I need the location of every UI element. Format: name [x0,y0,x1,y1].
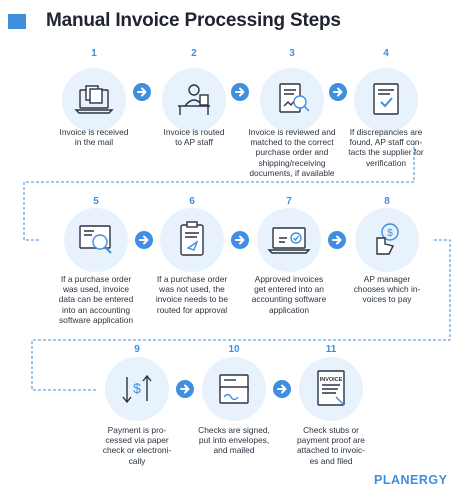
laptop-approved-icon [267,227,311,254]
verify-document-icon [373,83,399,115]
step-8-icon-circle: $ [355,208,419,272]
caption-line: purchase order and [255,147,329,158]
laptop-mail-icon [74,85,114,114]
arrow-right-icon [328,231,346,249]
caption-line: to AP staff [175,137,213,148]
step-3-number: 3 [289,48,295,59]
caption-line: AP manager [363,274,411,284]
caption-line: Payment is pro- [107,425,167,435]
step-10-caption: Checks are signed,put into envelopes,and… [176,425,292,456]
step-4-number: 4 [383,48,389,59]
step-2-number: 2 [191,48,197,59]
data-entry-search-icon [79,225,112,254]
caption-line: If a purchase order [60,274,132,284]
step-11-number: 11 [325,344,337,355]
arrow-right-icon [231,83,249,101]
invoice-icon-label: INVOICE [320,377,343,383]
arrow-right-icon [133,83,151,101]
step-8-number: 8 [384,196,390,207]
caption-line: Invoice is received [59,127,129,137]
step-4-icon-circle [354,68,418,132]
step-7-icon-circle [257,208,321,272]
payment-transfer-icon: $ [122,374,152,404]
caption-line: found, AP staff con- [349,137,423,148]
caption-line: chooses which in- [353,284,421,295]
caption-line: check or electroni- [102,445,172,456]
caption-line: put into envelopes, [198,435,270,446]
caption-line: routed for approval [156,304,228,315]
caption-line: into an accounting [62,304,130,315]
caption-line: cessed via paper [105,435,169,446]
planergy-logo: PLANERGY [374,473,448,487]
step-9-icon-circle: $ [105,357,169,421]
arrow-right-icon [176,380,194,398]
arrow-right-icon [273,380,291,398]
arrow-right-icon [135,231,153,249]
caption-line: If a purchase order [156,274,228,284]
step-3-icon-circle [260,68,324,132]
staff-desk-icon [178,84,210,115]
step-5-icon-circle [64,208,128,272]
page-title: Manual Invoice Processing Steps [46,10,341,31]
caption-line: Invoice is reviewed and [248,127,336,137]
caption-line: voices to pay [362,294,412,305]
caption-line: data can be entered [58,294,134,305]
caption-line: payment proof are [297,435,365,446]
step-6-icon-circle [160,208,224,272]
caption-line: documents, if available [249,167,335,178]
caption-line: was used, invoice [62,284,130,295]
step-9-number: 9 [134,344,140,355]
step-11-icon-circle: INVOICE [299,357,363,421]
caption-line: accounting software [251,294,327,305]
svg-text:$: $ [387,228,393,239]
caption-line: Checks are signed, [198,425,270,435]
arrow-right-icon [329,83,347,101]
caption-line: was not used, the [159,284,225,295]
caption-line: and mailed [213,445,255,456]
clipboard-routing-icon [180,221,204,256]
caption-line: software application [58,314,134,325]
caption-line: attached to invoic- [297,445,365,456]
document-review-icon [279,83,310,113]
caption-line: verification [365,157,407,168]
step-6-number: 6 [189,196,195,207]
caption-line: in the mail [74,137,114,148]
caption-line: cally [128,455,146,466]
step-1-number: 1 [91,48,97,59]
signed-checks-icon [219,374,249,404]
caption-line: If discrepancies are [349,127,423,137]
step-1-icon-circle [62,68,126,132]
caption-line: Invoice is routed [163,127,225,137]
caption-line: tacts the supplier for [348,147,424,158]
caption-line: shipping/receiving [258,157,326,168]
svg-text:$: $ [133,380,141,396]
caption-line: Approved invoices [254,274,324,284]
step-2-icon-circle [162,68,226,132]
invoice-filed-icon: INVOICE [317,370,345,406]
arrow-right-icon [231,231,249,249]
caption-line: es and filed [309,455,353,466]
caption-line: invoice needs to be [155,294,229,305]
step-7-number: 7 [286,196,292,207]
step-10-icon-circle [202,357,266,421]
step-10-number: 10 [228,344,240,355]
caption-line: application [268,304,310,315]
caption-line: Check stubs or [303,425,359,435]
hand-select-icon: $ [376,223,399,255]
title-accent-bar [8,14,26,29]
step-5-number: 5 [93,196,99,207]
caption-line: matched to the correct [250,137,334,148]
caption-line: get entered into an [254,284,324,295]
